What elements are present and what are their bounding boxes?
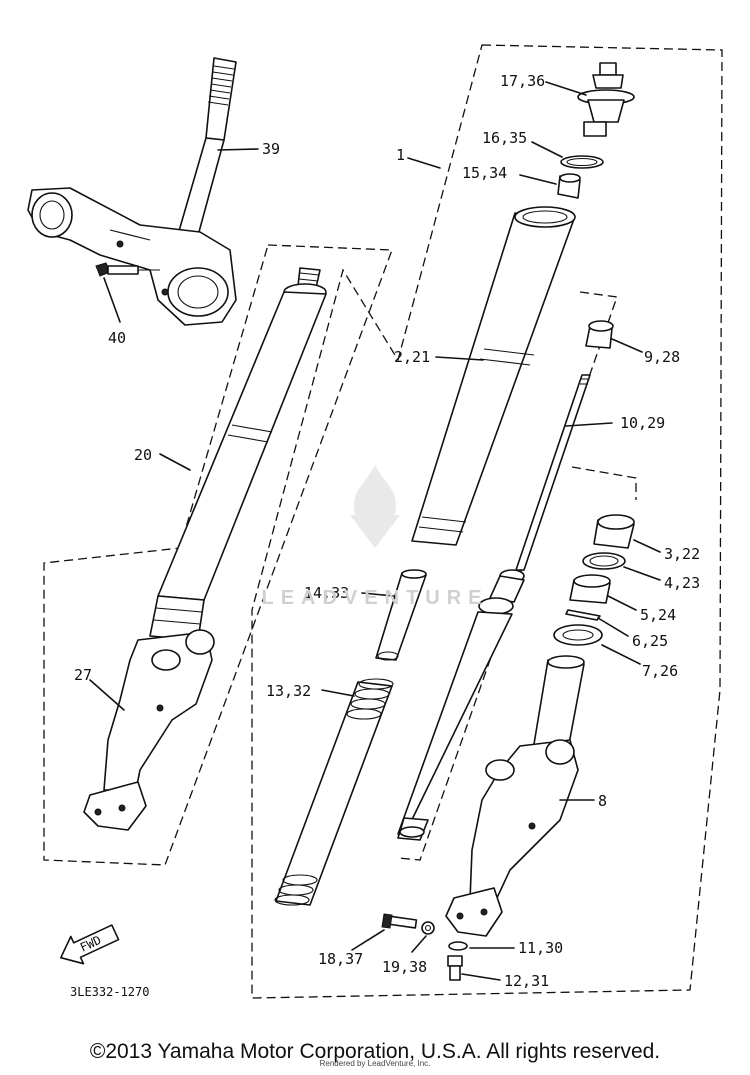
- damper-rod: [397, 374, 591, 841]
- callout-18-37: 18,37: [318, 950, 363, 968]
- drawing-code: 3LE332-1270: [70, 985, 149, 999]
- callout-15-34: 15,34: [462, 164, 507, 182]
- outer-tube: [445, 655, 585, 937]
- callout-20: 20: [134, 446, 152, 464]
- washer: [553, 624, 603, 646]
- callout-16-35: 16,35: [482, 129, 527, 147]
- callout-1: 1: [396, 146, 405, 164]
- oil-seal: [569, 574, 611, 604]
- dust-seal-clip: [582, 552, 626, 570]
- callout-40: 40: [108, 329, 126, 347]
- group-9-bracket: [397, 291, 618, 861]
- forward-direction-arrow: FWD: [60, 924, 120, 965]
- callout-13-32: 13,32: [266, 682, 311, 700]
- taper-spindle: [375, 569, 427, 661]
- callout-12-31: 12,31: [504, 972, 549, 990]
- callout-7-26: 7,26: [642, 662, 678, 680]
- callout-9-28: 9,28: [644, 348, 680, 366]
- callout-3-22: 3,22: [664, 545, 700, 563]
- callout-11-30: 11,30: [518, 939, 563, 957]
- slide-bushing: [585, 320, 614, 349]
- fork-spring: [274, 678, 394, 906]
- exploded-parts-diagram: 1 17,36 16,35 15,34 39 40 2,21 9,28 10,2…: [27, 44, 723, 999]
- inner-tube: [411, 206, 576, 546]
- damper-rod-bolt: [381, 913, 418, 929]
- fork-cap-bolt: [577, 62, 635, 137]
- callout-14-33: 14,33: [304, 584, 349, 602]
- stem-pinch-bolt: [95, 262, 160, 277]
- callout-4-23: 4,23: [664, 574, 700, 592]
- copper-gasket: [421, 921, 435, 935]
- rendered-by-notice: Rendered by LeadVenture, Inc.: [319, 1059, 431, 1068]
- callout-5-24: 5,24: [640, 606, 676, 624]
- fork-assembly-right: [83, 267, 327, 831]
- watermark-text: LEADVENTURE: [261, 587, 489, 609]
- steering-stem-bracket: [27, 57, 237, 326]
- callout-19-38: 19,38: [382, 958, 427, 976]
- flame-logo-icon: [350, 465, 400, 548]
- callout-2-21: 2,21: [394, 348, 430, 366]
- copyright-notice: ©2013 Yamaha Motor Corporation, U.S.A. A…: [89, 1040, 661, 1063]
- spacer-collar: [557, 173, 581, 199]
- drain-gasket: [448, 941, 468, 951]
- callout-6-25: 6,25: [632, 632, 668, 650]
- retaining-clip: [565, 609, 601, 621]
- callout-17-36: 17,36: [500, 72, 545, 90]
- group-3-bracket: [571, 466, 637, 500]
- callout-39: 39: [262, 140, 280, 158]
- drain-screw: [447, 955, 463, 981]
- assembly-1-outline: [251, 44, 723, 999]
- dust-seal: [593, 514, 635, 549]
- leader-lines: [89, 81, 661, 981]
- callout-10-29: 10,29: [620, 414, 665, 432]
- callout-8: 8: [598, 792, 607, 810]
- callout-27: 27: [74, 666, 92, 684]
